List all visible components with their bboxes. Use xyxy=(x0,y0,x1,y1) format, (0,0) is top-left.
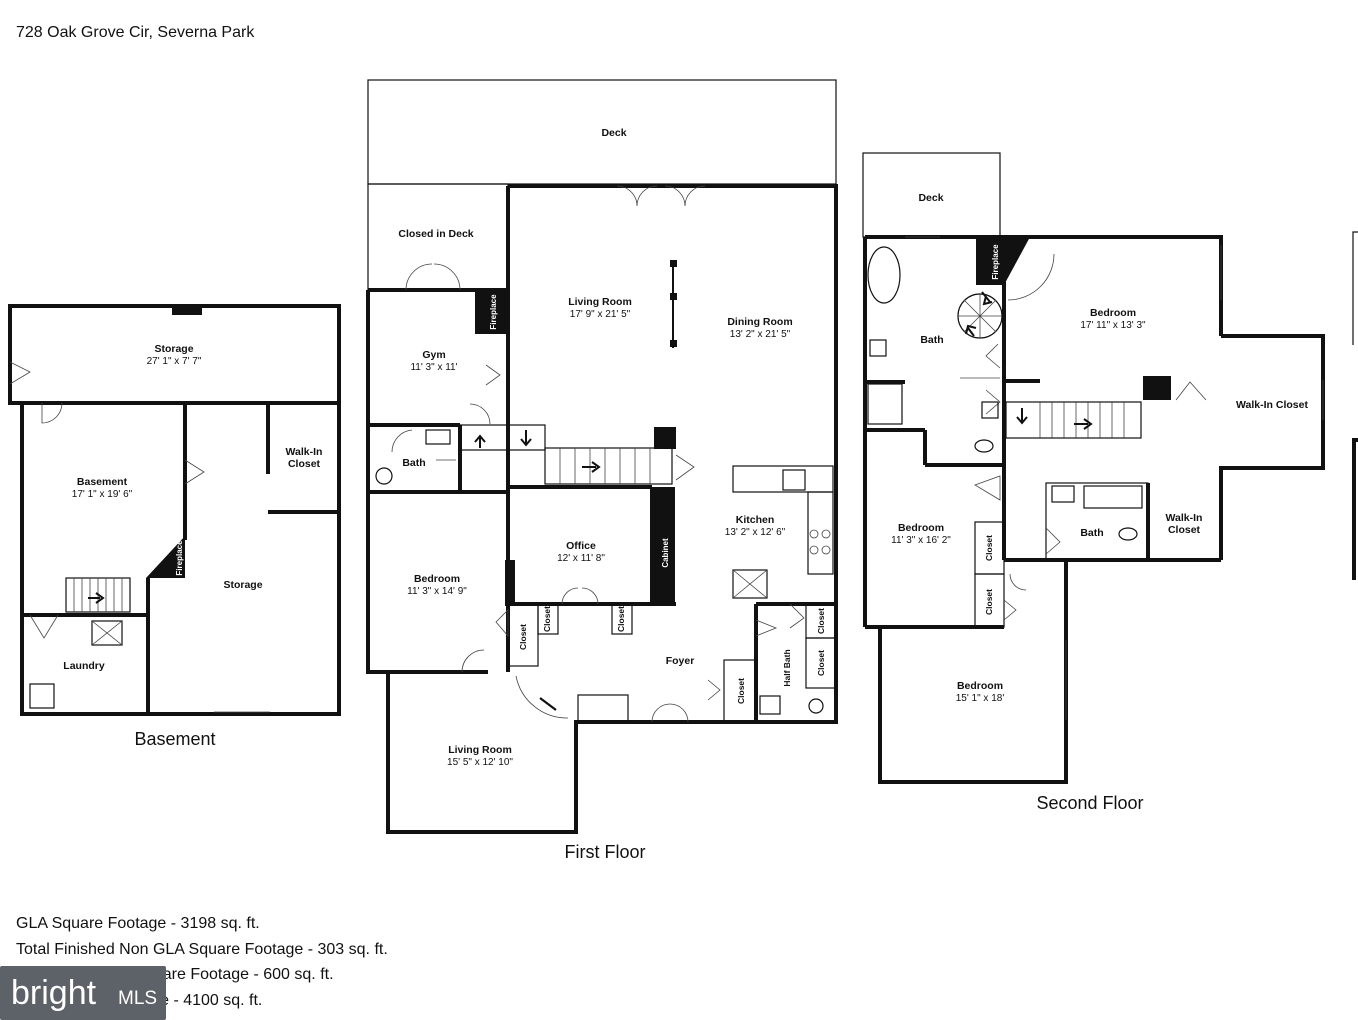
first-cabinet-label: Cabinet xyxy=(661,538,670,568)
first-closet-office-right: Closet xyxy=(616,606,626,632)
first-bedroom-name: Bedroom xyxy=(414,573,460,585)
first-bath-name: Bath xyxy=(402,457,425,469)
basement-plan xyxy=(8,304,341,716)
basement-storage-top-dims: 27' 1" x 7' 7" xyxy=(147,356,202,367)
second-bath-master-name: Bath xyxy=(920,334,943,346)
first-floor-plan xyxy=(366,79,838,834)
basement-floor-label: Basement xyxy=(134,729,215,749)
first-fireplace-label: Fireplace xyxy=(489,294,498,330)
second-walkin-closet-name: Walk-In Closet xyxy=(1236,399,1308,411)
second-bedroom-master-name: Bedroom xyxy=(1090,307,1136,319)
second-bedroom-3-dims: 15' 1" x 18' xyxy=(956,693,1005,704)
second-walkin-line2: Closet xyxy=(1168,524,1201,536)
first-living-room-2-dims: 15' 5" x 12' 10" xyxy=(447,757,513,768)
first-dining-room-dims: 13' 2" x 21' 5" xyxy=(730,329,791,340)
basement-walkin-line1: Walk-In xyxy=(286,446,323,458)
basement-fireplace-label: Fireplace xyxy=(175,540,184,576)
first-closet-office-left: Closet xyxy=(542,606,552,632)
bright-mls-watermark: bright MLS xyxy=(0,966,166,1020)
second-deck-name: Deck xyxy=(918,192,943,204)
second-bedroom-master-dims: 17' 11" x 13' 3" xyxy=(1080,320,1146,331)
first-dining-room-name: Dining Room xyxy=(727,316,792,328)
first-kitchen-dims: 13' 2" x 12' 6" xyxy=(725,527,786,538)
basement-laundry-name: Laundry xyxy=(63,660,105,672)
first-closet-foyer: Closet xyxy=(736,678,746,704)
basement-room-dims: 17' 1" x 19' 6" xyxy=(72,489,133,500)
basement-storage-top-name: Storage xyxy=(154,343,193,355)
first-foyer-name: Foyer xyxy=(666,655,695,667)
basement-walkin-line2: Closet xyxy=(288,458,321,470)
first-office-dims: 12' x 11' 8" xyxy=(557,553,605,564)
bright-mls-logo: bright MLS xyxy=(11,974,157,1012)
watermark-suffix: MLS xyxy=(118,988,157,1009)
first-closet-top: Closet xyxy=(816,608,826,634)
second-bedroom-2-dims: 11' 3" x 16' 2" xyxy=(891,535,951,546)
first-living-room-name: Living Room xyxy=(568,296,632,308)
first-closet-bedroom: Closet xyxy=(518,624,528,650)
second-closet-lower: Closet xyxy=(984,589,994,615)
basement-room-name: Basement xyxy=(77,476,128,488)
second-bath-2-name: Bath xyxy=(1080,527,1103,539)
first-floor-label: First Floor xyxy=(565,842,646,862)
second-bedroom-2-name: Bedroom xyxy=(898,522,944,534)
first-half-bath-label: Half Bath xyxy=(782,649,792,686)
first-living-room-2-name: Living Room xyxy=(448,744,512,756)
second-floor-plan xyxy=(862,152,1358,784)
first-living-room-dims: 17' 9" x 21' 5" xyxy=(570,309,631,320)
property-address: 728 Oak Grove Cir, Severna Park xyxy=(16,24,255,41)
first-closet-mid: Closet xyxy=(816,650,826,676)
first-closed-deck-name: Closed in Deck xyxy=(398,228,473,240)
first-kitchen-name: Kitchen xyxy=(736,514,775,526)
second-walkin-line1: Walk-In xyxy=(1166,512,1203,524)
first-gym-dims: 11' 3" x 11' xyxy=(410,362,457,373)
second-floor-label: Second Floor xyxy=(1036,793,1143,813)
first-office-name: Office xyxy=(566,540,596,552)
stat-finished-non-gla: Total Finished Non GLA Square Footage - … xyxy=(16,940,388,958)
first-deck-name: Deck xyxy=(601,127,626,139)
watermark-brand: bright xyxy=(11,974,97,1012)
stat-gla: GLA Square Footage - 3198 sq. ft. xyxy=(16,915,260,932)
second-closet-upper: Closet xyxy=(984,535,994,561)
second-fireplace-label: Fireplace xyxy=(991,244,1000,280)
basement-storage-name: Storage xyxy=(223,579,262,591)
first-bedroom-dims: 11' 3" x 14' 9" xyxy=(407,586,467,597)
first-gym-name: Gym xyxy=(422,349,445,361)
second-bedroom-3-name: Bedroom xyxy=(957,680,1003,692)
